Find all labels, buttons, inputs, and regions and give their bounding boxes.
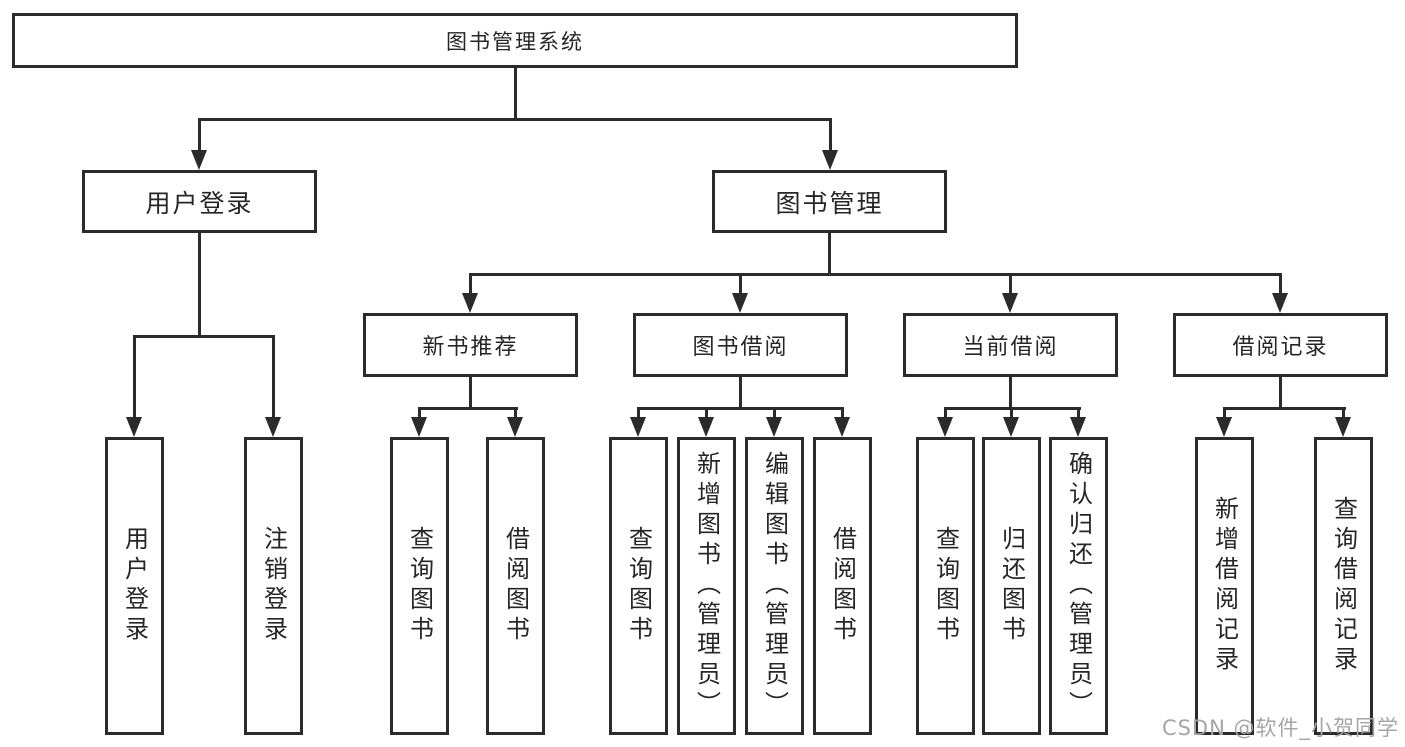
connector-line (637, 407, 640, 421)
node-label: 新书推荐 (422, 335, 519, 360)
connector-line (637, 407, 844, 410)
connector-line (272, 335, 275, 421)
leaf-borrow-books-recommend: 借阅图书 (486, 437, 545, 735)
connector-line (1010, 407, 1013, 421)
leaf-user-login: 用户登录 (105, 437, 164, 735)
arrowhead-icon (732, 293, 748, 313)
node-label: 图书借阅 (692, 335, 789, 360)
node-label: 图书管理系统 (446, 29, 584, 54)
arrowhead-icon (507, 417, 523, 437)
arrowhead-icon (1216, 417, 1232, 437)
leaf-label: 借阅图书 (828, 526, 857, 646)
leaf-label: 查询借阅记录 (1329, 496, 1358, 676)
leaf-return-book: 归还图书 (982, 437, 1041, 735)
leaf-label: 新增借阅记录 (1210, 496, 1239, 676)
connector-line (514, 68, 517, 118)
arrowhead-icon (822, 150, 838, 170)
leaf-add-borrow-record: 新增借阅记录 (1195, 437, 1254, 735)
node-label: 借阅记录 (1232, 335, 1329, 360)
connector-line (418, 407, 518, 410)
connector-line (469, 377, 472, 407)
connector-line (469, 273, 472, 297)
connector-line (705, 407, 708, 421)
connector-line (1279, 377, 1282, 407)
node-label: 当前借阅 (962, 335, 1059, 360)
arrowhead-icon (1070, 417, 1086, 437)
node-book-management: 图书管理 (712, 170, 947, 233)
leaf-query-books-current: 查询图书 (916, 437, 975, 735)
connector-line (1077, 407, 1080, 421)
arrowhead-icon (937, 417, 953, 437)
node-book-borrowing: 图书借阅 (633, 313, 848, 377)
connector-line (198, 118, 201, 154)
connector-line (829, 118, 832, 154)
leaf-add-book-admin: 新增图书（管理员） (677, 437, 736, 735)
connector-line (198, 233, 201, 335)
leaf-confirm-return-admin: 确认归还（管理员） (1049, 437, 1108, 735)
arrowhead-icon (1335, 417, 1351, 437)
arrowhead-icon (126, 417, 142, 437)
arrowhead-icon (698, 417, 714, 437)
arrowhead-icon (265, 417, 281, 437)
arrowhead-icon (462, 293, 478, 313)
node-user-login: 用户登录 (82, 170, 317, 233)
leaf-edit-book-admin: 编辑图书（管理员） (745, 437, 804, 735)
arrowhead-icon (411, 417, 427, 437)
leaf-query-books-recommend: 查询图书 (390, 437, 449, 735)
connector-line (1223, 407, 1226, 421)
connector-line (828, 233, 831, 273)
leaf-label: 确认归还（管理员） (1064, 451, 1093, 721)
connector-line (514, 407, 517, 421)
connector-line (841, 407, 844, 421)
arrowhead-icon (1003, 417, 1019, 437)
arrowhead-icon (834, 417, 850, 437)
leaf-label: 归还图书 (997, 526, 1026, 646)
connector-line (1009, 377, 1012, 407)
leaf-query-borrow-record: 查询借阅记录 (1314, 437, 1373, 735)
connector-line (1223, 407, 1346, 410)
leaf-label: 编辑图书（管理员） (760, 451, 789, 721)
leaf-query-books-borrow: 查询图书 (609, 437, 668, 735)
connector-line (133, 335, 275, 338)
connector-line (133, 335, 136, 421)
node-label: 图书管理 (775, 188, 884, 218)
arrowhead-icon (191, 150, 207, 170)
leaf-label: 用户登录 (120, 526, 149, 646)
node-current-borrowing: 当前借阅 (903, 313, 1118, 377)
arrowhead-icon (1002, 293, 1018, 313)
leaf-label: 借阅图书 (501, 526, 530, 646)
arrowhead-icon (766, 417, 782, 437)
connector-line (418, 407, 421, 421)
leaf-logout: 注销登录 (244, 437, 303, 735)
node-borrowing-records: 借阅记录 (1173, 313, 1388, 377)
connector-line (944, 407, 947, 421)
connector-line (198, 118, 832, 121)
leaf-borrow-books: 借阅图书 (813, 437, 872, 735)
connector-line (773, 407, 776, 421)
connector-line (739, 377, 742, 407)
connector-line (1279, 273, 1282, 297)
leaf-label: 查询图书 (405, 526, 434, 646)
csdn-watermark: CSDN @软件_小贺同学 (1161, 716, 1399, 740)
node-new-book-recommend: 新书推荐 (363, 313, 578, 377)
node-label: 用户登录 (145, 188, 254, 218)
connector-line (1342, 407, 1345, 421)
arrowhead-icon (630, 417, 646, 437)
connector-line (739, 273, 742, 297)
leaf-label: 注销登录 (259, 526, 288, 646)
connector-line (469, 273, 1282, 276)
leaf-label: 查询图书 (931, 526, 960, 646)
arrowhead-icon (1272, 293, 1288, 313)
node-library-management-system: 图书管理系统 (12, 13, 1018, 68)
leaf-label: 新增图书（管理员） (692, 451, 721, 721)
leaf-label: 查询图书 (624, 526, 653, 646)
connector-line (1009, 273, 1012, 297)
